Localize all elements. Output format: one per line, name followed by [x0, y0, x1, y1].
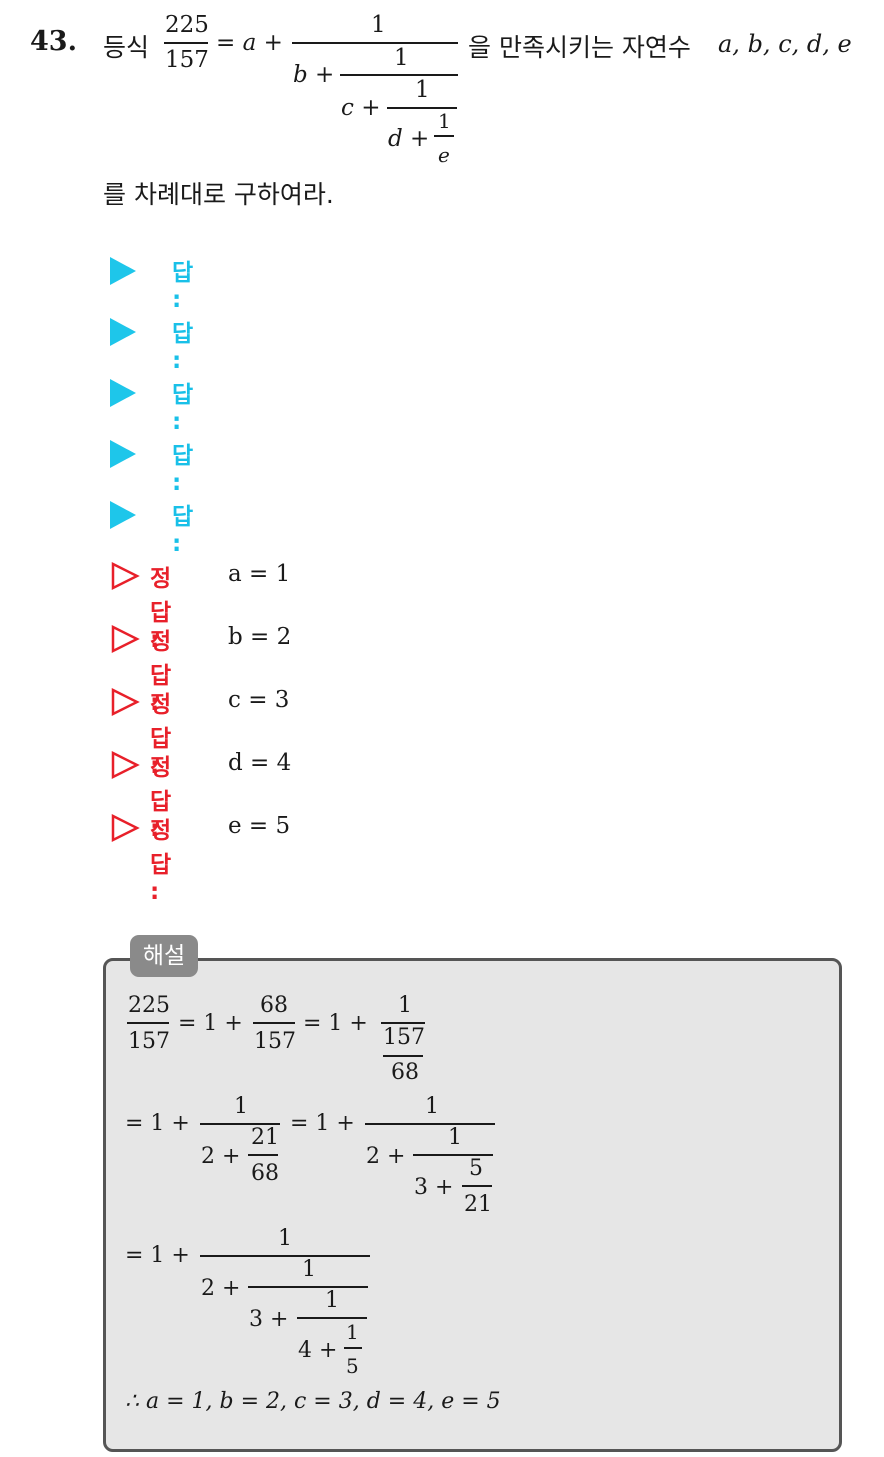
question-prefix: 등식	[103, 33, 150, 62]
question-variables: a, b, c, d, e	[718, 30, 852, 58]
question-number: 43.	[30, 26, 77, 57]
question-suffix: 을 만족시키는 자연수	[468, 33, 691, 62]
ex2-op2: = 1 +	[290, 1111, 355, 1136]
ex2-d21: 21	[464, 1192, 492, 1217]
ex1-op1: = 1 +	[178, 1011, 243, 1036]
cf-numerator-3: 1	[415, 77, 430, 103]
ex3-bar2	[248, 1286, 368, 1288]
solution-value: d = 4	[228, 750, 292, 776]
solution-value: a = 1	[228, 561, 291, 587]
solution-label: 정답 :	[150, 818, 172, 905]
ex1-n4: 157	[383, 1025, 425, 1050]
ex2-two-plus: 2 +	[201, 1144, 241, 1169]
ex2-bar4	[413, 1154, 493, 1156]
ex1-n2: 68	[260, 993, 288, 1018]
ex3-three-plus: 3 +	[249, 1307, 289, 1332]
ex1-d2: 157	[254, 1029, 296, 1054]
ex3-five: 5	[346, 1354, 359, 1378]
ex3-bar4	[344, 1347, 362, 1349]
ex3-op1: = 1 +	[125, 1243, 190, 1268]
question-line2: 를 차례대로 구하여라.	[103, 180, 334, 209]
answer-prompt-label: 답 :	[172, 260, 194, 313]
ex2-bar1	[200, 1123, 280, 1125]
ex1-d4: 68	[391, 1060, 419, 1085]
cf-bar-1	[292, 42, 458, 44]
solution-value: e = 5	[228, 813, 291, 839]
play-icon	[110, 379, 136, 407]
cf-bar-4	[434, 135, 454, 137]
ex1-bar2	[253, 1022, 295, 1024]
cf-b-plus: b +	[293, 62, 335, 88]
eq-lhs-numerator: 225	[165, 12, 209, 38]
ex1-bar3	[381, 1022, 425, 1024]
eq-equals-a-plus: = a +	[216, 30, 283, 56]
solution-label: 정답 :	[150, 755, 172, 842]
triangle-outline-icon	[111, 750, 140, 780]
answer-prompt-label: 답 :	[172, 443, 194, 496]
ex3-one-c: 1	[325, 1288, 339, 1313]
ex1-n1: 225	[128, 993, 170, 1018]
triangle-outline-icon	[111, 561, 140, 591]
cf-numerator-2: 1	[394, 45, 409, 71]
solution-label: 정답 :	[150, 692, 172, 779]
explanation-box	[103, 958, 842, 1452]
ex2-bar3	[365, 1123, 495, 1125]
ex3-one-d: 1	[346, 1320, 359, 1344]
ex2-n21: 21	[251, 1125, 279, 1150]
solution-label: 정답 :	[150, 566, 172, 653]
play-icon	[110, 257, 136, 285]
ex2-three-plus: 3 +	[414, 1175, 454, 1200]
ex2-bar5	[462, 1185, 492, 1187]
cf-e: e	[438, 143, 450, 167]
triangle-outline-icon	[111, 624, 140, 654]
eq-lhs-denominator: 157	[165, 47, 209, 73]
ex2-one-b: 1	[425, 1094, 439, 1119]
ex1-n3: 1	[398, 993, 412, 1018]
cf-numerator-1: 1	[371, 12, 386, 38]
ex3-two-plus: 2 +	[201, 1276, 241, 1301]
ex-conclusion: ∴ a = 1, b = 2, c = 3, d = 4, e = 5	[125, 1389, 501, 1414]
solution-value: c = 3	[228, 687, 290, 713]
triangle-outline-icon	[111, 687, 140, 717]
ex1-bar1	[127, 1022, 169, 1024]
ex3-one-b: 1	[302, 1257, 316, 1282]
cf-d-plus: d +	[388, 126, 430, 152]
ex3-four-plus: 4 +	[298, 1338, 338, 1363]
ex1-op2: = 1 +	[303, 1011, 368, 1036]
triangle-outline-icon	[111, 813, 140, 843]
ex1-bar4	[383, 1055, 423, 1057]
answer-prompt-label: 답 :	[172, 504, 194, 557]
ex2-bar2	[248, 1154, 278, 1156]
ex2-one-c: 1	[448, 1125, 462, 1150]
answer-prompt-label: 답 :	[172, 382, 194, 435]
ex2-op1: = 1 +	[125, 1111, 190, 1136]
ex2-one: 1	[234, 1094, 248, 1119]
ex3-bar3	[297, 1317, 367, 1319]
cf-c-plus: c +	[341, 95, 381, 121]
solution-value: b = 2	[228, 624, 292, 650]
ex3-one-a: 1	[278, 1226, 292, 1251]
cf-bar-2	[340, 74, 458, 76]
cf-numerator-4: 1	[438, 109, 451, 133]
ex2-n5: 5	[469, 1156, 483, 1181]
solution-label: 정답 :	[150, 629, 172, 716]
ex1-d1: 157	[128, 1029, 170, 1054]
ex2-d68: 68	[251, 1161, 279, 1186]
play-icon	[110, 440, 136, 468]
play-icon	[110, 318, 136, 346]
play-icon	[110, 501, 136, 529]
explanation-tag: 해설	[130, 935, 198, 977]
answer-prompt-label: 답 :	[172, 321, 194, 374]
ex3-bar1	[200, 1255, 370, 1257]
cf-bar-3	[387, 107, 457, 109]
eq-lhs-fraction-bar	[164, 42, 208, 44]
ex2-two-plus-b: 2 +	[366, 1144, 406, 1169]
